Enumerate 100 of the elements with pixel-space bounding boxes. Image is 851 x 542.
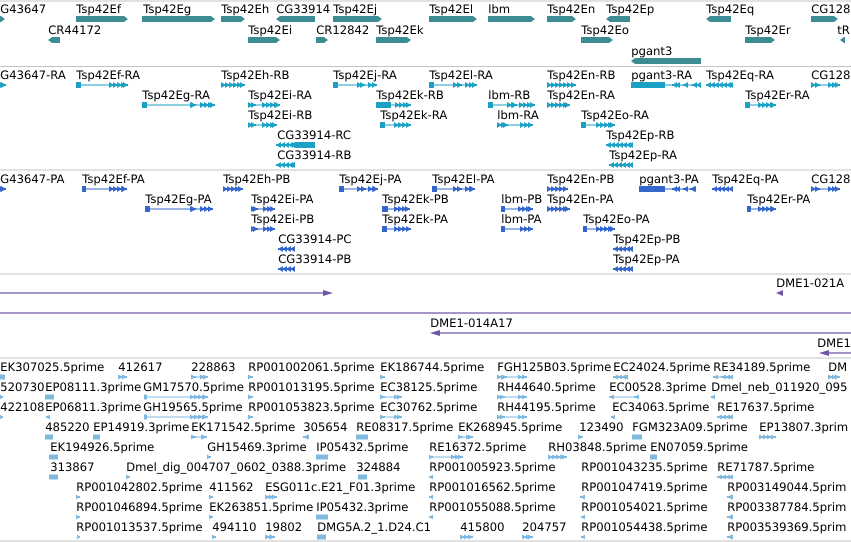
est-label: IP05432.3prime: [317, 502, 408, 514]
protein-label: lbm-PB: [502, 194, 542, 204]
est-label: RE17637.5prime: [718, 402, 814, 414]
est-label: 411562: [210, 482, 252, 492]
est-label: GM17570.5prime: [144, 382, 244, 394]
est-label: 324884: [357, 462, 400, 472]
est-label: FGH125B03.5prime: [498, 362, 611, 374]
est-label: EK263851.5prime: [210, 502, 313, 514]
est-label: DM: [829, 362, 846, 371]
est-label: IP05432.5prime: [317, 442, 408, 454]
est-label: RP001002061.5prime: [249, 362, 374, 374]
transcript-label: Tsp42Ei-RA: [248, 90, 312, 102]
transcript-label: Tsp42Ek-RA: [380, 110, 448, 122]
transcript-label: Tsp42En-RB: [547, 70, 615, 82]
est-label: RP001042802.5prime: [77, 482, 202, 494]
est-label: GH19565.5prime: [144, 402, 242, 414]
transcript-label: Tsp42El-RA: [429, 70, 493, 82]
est-label: RP001013537.5prime: [77, 522, 202, 534]
est-label: EC30762.5prime: [381, 402, 477, 414]
est-label: 415800: [460, 522, 504, 532]
est-label: RE16372.5prime: [430, 442, 526, 454]
est-label: EK268945.5prime: [459, 422, 562, 434]
transcript-label: Tsp42Eq-RA: [706, 70, 774, 82]
est-label: DMG5A.2_1.D24.C1: [318, 522, 430, 534]
est-label: EP08111.3prime: [46, 382, 141, 394]
est-label: 494110: [212, 522, 256, 532]
protein-label: pgant3-PA: [640, 174, 699, 186]
protein-label: Tsp42Ei-PA: [251, 194, 314, 206]
est-label: RP003387784.5prim: [728, 502, 846, 514]
transcript-label: CG33914-RB: [278, 150, 351, 160]
est-label: RP001047419.5prime: [582, 482, 707, 494]
clone-label: DME1: [818, 338, 850, 347]
est-label: RE34189.5prime: [714, 362, 810, 374]
transcript-label: Tsp42En-RA: [547, 90, 615, 102]
protein-label: G43647-PA: [0, 174, 64, 184]
gene-label: Tsp42Ei: [248, 25, 292, 36]
est-label: GH15469.3prime: [208, 442, 306, 454]
transcript-label: Tsp42Ei-RB: [248, 110, 312, 122]
protein-label: CG33914-PB: [278, 254, 350, 264]
est-label: FGM323A09.5prime: [633, 422, 747, 434]
transcript-label: Tsp42Ef-RA: [76, 70, 140, 82]
gene-label: CR12842: [316, 25, 368, 34]
gene-label: Tsp42Er: [745, 25, 791, 36]
transcript-label: Tsp42Eg-RA: [142, 90, 210, 102]
transcript-label: Tsp42Ej-RA: [333, 70, 397, 82]
est-label: RH03848.5prime: [549, 442, 646, 454]
est-label: Dmel_neb_011920_095: [712, 382, 846, 394]
est-label: EK171542.5prime: [192, 422, 295, 434]
protein-label: CG33914-PC: [278, 234, 351, 244]
est-label: RP001053823.5prime: [249, 402, 374, 414]
est-label: EC34063.5prime: [613, 402, 709, 414]
protein-label: Tsp42Ef-PA: [82, 174, 145, 186]
transcript-label: Tsp42Eo-RA: [581, 110, 649, 122]
gene-label: Tsp42En: [547, 4, 594, 16]
clone-label: DME1-014A17: [431, 318, 512, 328]
protein-label: Tsp42Ep-PB: [613, 234, 680, 246]
protein-label: lbm-PA: [502, 214, 542, 224]
gene-label: tR: [838, 26, 850, 34]
gene-label: lbm: [489, 4, 510, 14]
gene-label: Tsp42Eo: [581, 25, 628, 36]
est-label: 123490: [580, 422, 623, 432]
protein-label: Tsp42Ek-PB: [382, 194, 448, 206]
protein-label: Tsp42Ek-PA: [382, 214, 448, 226]
protein-label: Tsp42En-PB: [547, 174, 614, 186]
est-label: Dmel_dig_004707_0602_0388.3prime: [127, 462, 346, 474]
est-label: 204757: [523, 522, 566, 532]
est-label: 228863: [192, 362, 235, 372]
gene-label: CR44172: [48, 25, 100, 34]
protein-label: Tsp42Ej-PA: [339, 174, 402, 186]
est-label: RP001005923.5prime: [430, 462, 555, 474]
protein-label: Tsp42Eh-PB: [223, 174, 290, 186]
transcript-label: Tsp42Eh-RB: [221, 70, 289, 82]
est-label: EK186744.5prime: [381, 362, 484, 374]
est-label: EP14919.3prime: [94, 422, 189, 434]
est-label: EC38125.5prime: [381, 382, 477, 394]
protein-label: Tsp42Eg-PA: [145, 194, 212, 206]
est-label: 422108: [0, 402, 44, 412]
est-label: RE71787.5prime: [718, 462, 814, 474]
transcript-label: lbm-RA: [498, 110, 539, 120]
protein-label: Tsp42Er-PA: [747, 194, 810, 206]
est-label: RP003539369.5prim: [728, 522, 846, 534]
est-label: RP001043235.5prime: [582, 462, 707, 474]
gene-label: Tsp42Ej: [333, 4, 376, 16]
est-label: RP001016562.5prime: [430, 482, 555, 494]
est-label: 412617: [118, 362, 162, 372]
gene-label: Tsp42Eh: [221, 4, 268, 16]
gene-label: Tsp42Ep: [606, 4, 654, 16]
est-label: 313867: [51, 462, 94, 472]
est-label: 485220: [46, 422, 89, 432]
est-label: EK194926.5prime: [51, 442, 154, 454]
transcript-label: Tsp42Ep-RB: [606, 130, 674, 142]
gene-label: Tsp42El: [429, 4, 472, 16]
transcript-label: CG128: [812, 70, 850, 80]
est-label: RH44640.5prime: [498, 382, 596, 394]
gene-label: CG128: [812, 4, 850, 14]
est-label: RP001054021.5prime: [582, 502, 707, 514]
est-label: RE08317.5prime: [357, 422, 453, 434]
est-label: EN07059.5prime: [651, 442, 748, 454]
transcript-label: CG33914-RC: [278, 130, 350, 140]
est-label: ESG011c.E21_F01.3prime: [266, 482, 415, 494]
